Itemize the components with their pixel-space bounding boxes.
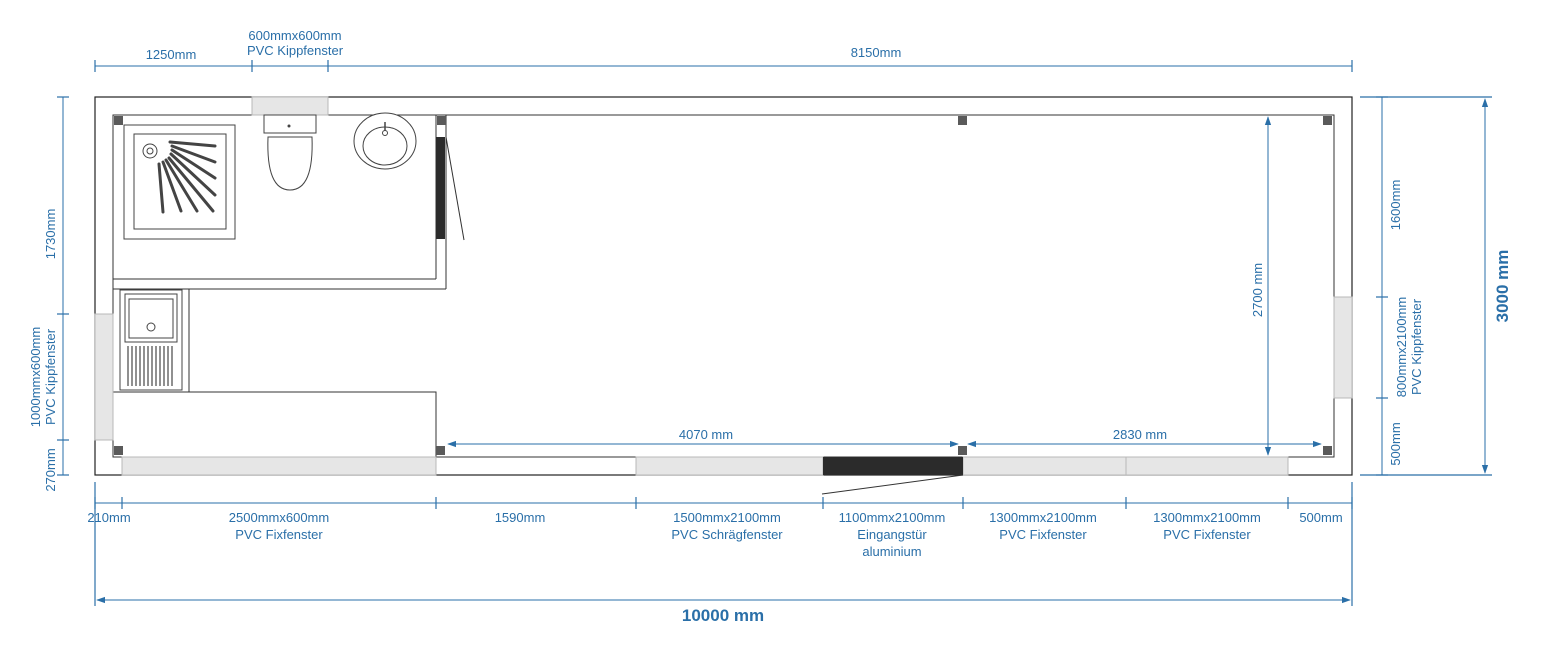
left-dim-270: 270mm	[43, 448, 58, 491]
interior-dim-4070: 4070 mm	[679, 427, 733, 442]
bottom-win3-size: 1300mmx2100mm	[989, 510, 1097, 525]
bottom-door-material: aluminium	[862, 544, 921, 559]
bottom-dim-210: 210mm	[87, 510, 130, 525]
bottom-dimension-chain	[94, 497, 1353, 509]
shower-tray-icon	[123, 124, 236, 240]
washbasin-icon	[353, 112, 417, 170]
left-window-size: 1000mmx600mm	[28, 327, 43, 427]
top-dim-8150: 8150mm	[851, 45, 902, 60]
left-window	[94, 313, 114, 441]
left-dimension-chain	[57, 96, 69, 476]
bottom-win1-size: 2500mmx600mm	[229, 510, 329, 525]
bottom-door-size: 1100mmx2100mm	[839, 510, 946, 525]
bottom-window-3	[962, 456, 1127, 476]
bottom-dim-1590: 1590mm	[495, 510, 546, 525]
windows	[94, 96, 1353, 476]
right-window	[1333, 296, 1353, 399]
bottom-dim-500: 500mm	[1299, 510, 1342, 525]
right-window-size: 800mmx2100mm	[1394, 297, 1409, 397]
bottom-win4-size: 1300mmx2100mm	[1153, 510, 1261, 525]
total-width-line	[94, 482, 1353, 606]
right-dimension-chain	[1376, 96, 1388, 476]
bottom-win4-type: PVC Fixfenster	[1163, 527, 1251, 542]
total-height-line	[1360, 96, 1492, 476]
entrance-door	[821, 457, 964, 495]
bottom-window-1	[121, 456, 437, 476]
interior-dimensions	[447, 116, 1322, 456]
bottom-door-type: Eingangstür	[857, 527, 927, 542]
bottom-win2-size: 1500mmx2100mm	[673, 510, 781, 525]
bathroom-door	[436, 136, 465, 241]
right-window-type: PVC Kippfenster	[1409, 298, 1424, 395]
left-window-type: PVC Kippfenster	[43, 328, 58, 425]
top-window	[251, 96, 329, 116]
corner-posts	[114, 116, 1332, 455]
kitchen-sink-icon	[119, 289, 183, 391]
top-dim-1250: 1250mm	[146, 47, 197, 62]
interior-dim-2830: 2830 mm	[1113, 427, 1167, 442]
top-window-type: PVC Kippfenster	[247, 43, 344, 58]
toilet-icon	[263, 114, 317, 191]
bottom-win2-type: PVC Schrägfenster	[671, 527, 783, 542]
total-height: 3000 mm	[1493, 250, 1512, 323]
right-dim-500: 500mm	[1388, 422, 1403, 465]
total-width: 10000 mm	[682, 606, 764, 625]
bottom-window-4	[1125, 456, 1289, 476]
interior-dim-2700: 2700 mm	[1250, 263, 1265, 317]
bottom-window-2	[635, 456, 824, 476]
top-dimension-chain	[94, 60, 1353, 72]
bottom-win1-type: PVC Fixfenster	[235, 527, 323, 542]
top-window-size: 600mmx600mm	[248, 28, 341, 43]
bottom-win3-type: PVC Fixfenster	[999, 527, 1087, 542]
left-dim-1730: 1730mm	[43, 209, 58, 260]
right-dim-1600: 1600mm	[1388, 180, 1403, 231]
